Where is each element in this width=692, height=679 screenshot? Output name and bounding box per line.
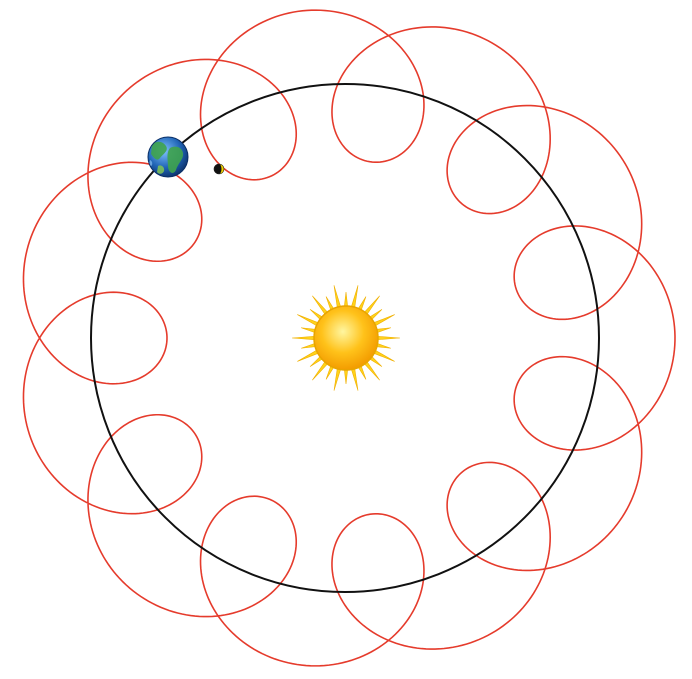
moon-icon	[214, 164, 224, 174]
sun-icon	[292, 285, 400, 390]
sun-ray	[351, 367, 358, 391]
sun-ray	[334, 285, 341, 309]
sun-ray	[376, 336, 400, 340]
sun-ray	[351, 285, 358, 309]
earth-icon	[148, 137, 188, 177]
sun-ray	[292, 336, 316, 340]
sun-ray	[334, 367, 341, 391]
